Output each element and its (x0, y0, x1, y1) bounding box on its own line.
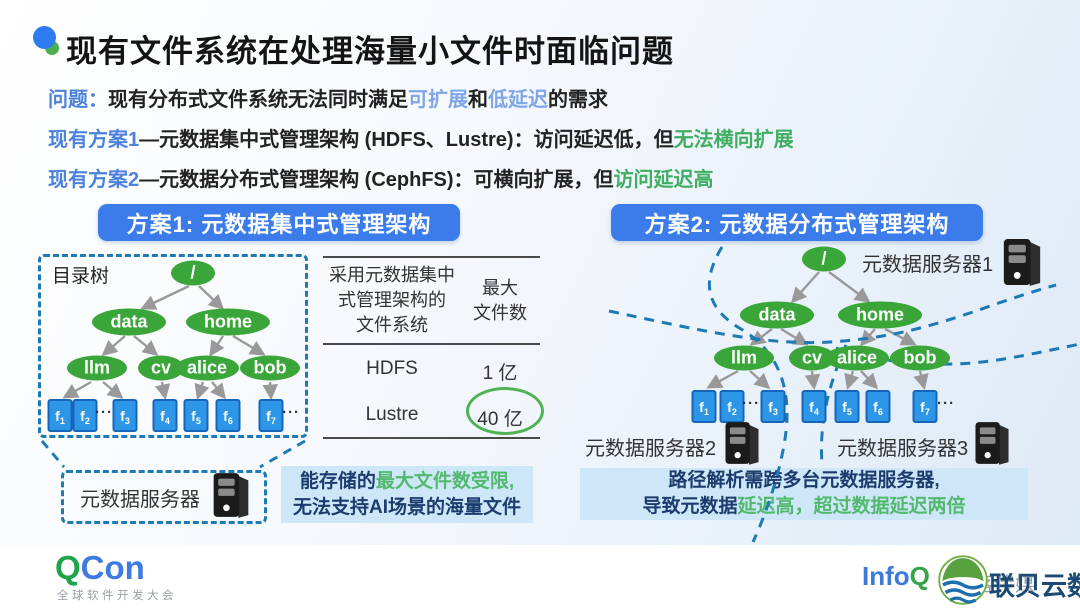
left-note: 能存储的最大文件数受限, 无法支持AI场景的海量文件 (281, 466, 533, 523)
solution2-label: 现有方案2 (48, 169, 140, 191)
node-alice: alice (825, 345, 889, 371)
server2-label: 元数据服务器2 (585, 438, 717, 460)
intro-line-problem: 问题：现有分布式文件系统无法同时满足可扩展和低延迟的需求 (48, 89, 608, 111)
server3-label: 元数据服务器3 (837, 438, 969, 460)
node-data: data (740, 301, 814, 329)
intro-line-solution1: 现有方案1—元数据集中式管理架构 (HDFS、Lustre)：访问延迟低，但无法… (48, 129, 794, 151)
right-panel-header: 方案2: 元数据分布式管理架构 (611, 204, 983, 241)
left-note-line1: 能存储的最大文件数受限, (299, 470, 515, 492)
node-alice: alice (175, 355, 239, 381)
right-note-line1: 路径解析需跨多台元数据服务器, (668, 470, 940, 491)
ellipsis: ··· (937, 395, 955, 412)
problem-label: 问题： (48, 89, 108, 111)
node-llm: llm (714, 345, 774, 371)
table-col1-header: 采用元数据集中 式管理架构的 文件系统 (329, 265, 455, 335)
solution1-label: 现有方案1 (48, 129, 140, 151)
node-data: data (92, 308, 166, 336)
server1-label: 元数据服务器1 (862, 254, 994, 276)
left-panel-header: 方案1: 元数据集中式管理架构 (98, 204, 460, 241)
title-bullet-blue-icon (33, 26, 56, 49)
right-note: 路径解析需跨多台元数据服务器, 导致元数据延迟高，超过数据延迟两倍 (580, 468, 1028, 520)
left-server-box (61, 470, 267, 524)
left-server-label: 元数据服务器 (80, 489, 200, 511)
table-rule-mid (323, 343, 540, 345)
ellipsis: ··· (282, 404, 300, 421)
page-title: 现有文件系统在处理海量小文件时面临问题 (66, 34, 674, 69)
left-tree-title: 目录树 (52, 266, 110, 287)
server-icon (1000, 236, 1044, 288)
node-home: home (186, 308, 270, 336)
qcon-subtitle: 全球软件开发大会 (57, 590, 177, 602)
table-row-lustre-name: Lustre (365, 404, 419, 425)
left-tree-box (38, 254, 308, 438)
table-rule-bottom (323, 437, 540, 439)
circle-annotation (466, 387, 544, 435)
ellipsis: ··· (742, 395, 760, 412)
node-bob: bob (240, 355, 300, 381)
right-note-line2: 导致元数据延迟高，超过数据延迟两倍 (642, 496, 966, 517)
watermark-logo-icon (938, 555, 988, 605)
server-icon (722, 419, 762, 467)
funnel-dashes (40, 439, 306, 469)
server-icon (972, 419, 1012, 467)
highlight-no-scale-out: 无法横向扩展 (673, 129, 794, 151)
right-note-highlight: 延迟高，超过数据延迟两倍 (737, 496, 966, 517)
qcon-logo: QCon (55, 549, 145, 586)
ellipsis: ··· (95, 404, 113, 421)
left-note-highlight: 最大文件数受限, (375, 470, 515, 492)
table-col2-header: 最大 文件数 (473, 278, 527, 323)
watermark-text: 联贝云数 (989, 571, 1080, 601)
footer-band (0, 545, 1080, 608)
server-icon (210, 471, 252, 519)
highlight-high-latency: 访问延迟高 (613, 169, 714, 191)
table-row-hdfs-name: HDFS (366, 358, 418, 379)
highlight-scalable: 可扩展 (408, 89, 468, 111)
node-cv: cv (138, 355, 184, 381)
table-row-hdfs-value: 1 亿 (482, 363, 518, 384)
highlight-low-latency: 低延迟 (488, 89, 548, 111)
infoq-logo: InfoQ (862, 561, 930, 591)
left-note-line2: 无法支持AI场景的海量文件 (292, 496, 521, 518)
table-rule-top (323, 256, 540, 258)
intro-line-solution2: 现有方案2—元数据分布式管理架构 (CephFS)：可横向扩展，但访问延迟高 (48, 169, 714, 191)
node-home: home (838, 301, 922, 329)
node-root: / (171, 260, 215, 286)
node-root: / (802, 246, 846, 272)
node-bob: bob (890, 345, 950, 371)
node-llm: llm (67, 355, 127, 381)
